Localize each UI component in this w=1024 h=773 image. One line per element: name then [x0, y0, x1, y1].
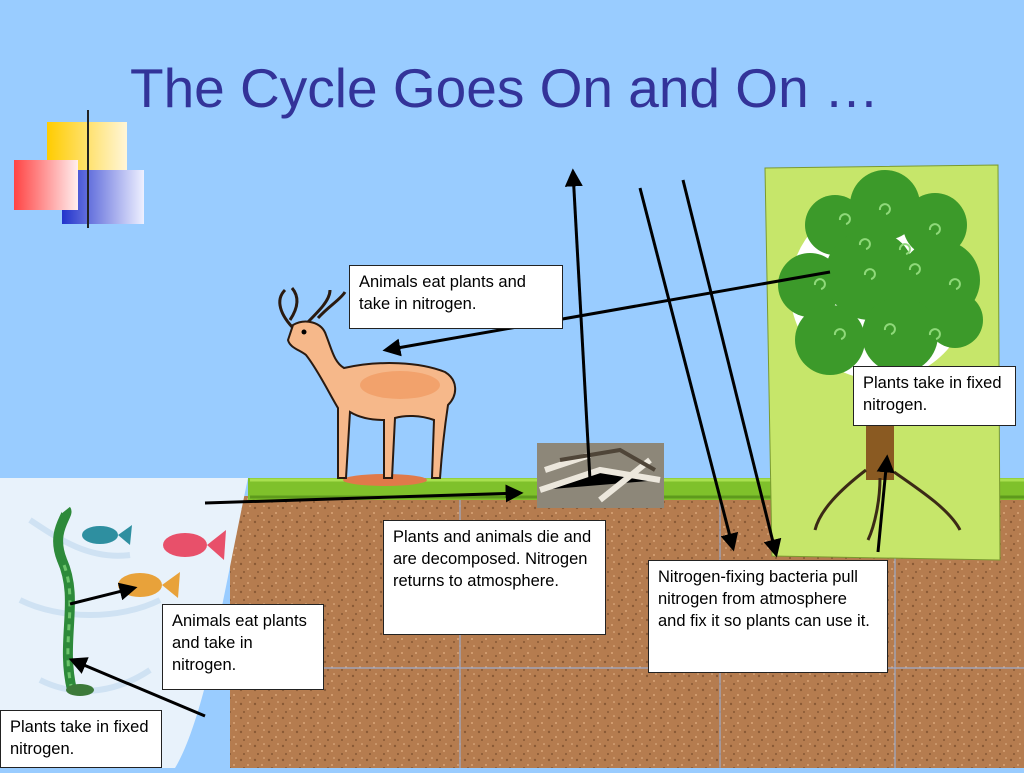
callout-decompose: Plants and animals die and are decompose… — [383, 520, 606, 635]
cycle-arrows — [68, 168, 895, 718]
decorative-squares-icon — [14, 110, 780, 228]
arrow-soil-to-seaweed — [68, 657, 206, 718]
deer-icon — [278, 287, 457, 486]
decomposing-log-icon — [537, 443, 664, 508]
fish-icon — [82, 525, 226, 598]
arrow-roots-to-tree — [876, 454, 895, 553]
arrow-atmosphere-to-soil-1 — [638, 187, 739, 552]
slide-title: The Cycle Goes On and On … — [130, 57, 879, 119]
arrow-seaweed-to-fish — [69, 582, 138, 606]
callout-bacteria: Nitrogen-fixing bacteria pull nitrogen f… — [648, 560, 888, 673]
arrow-atmosphere-to-soil-2 — [681, 179, 782, 558]
callout-animals-water: Animals eat plants and take in nitrogen. — [162, 604, 324, 690]
callout-animals-land: Animals eat plants and take in nitrogen. — [349, 265, 563, 329]
callout-plants-land: Plants take in fixed nitrogen. — [853, 366, 1016, 426]
arrow-tree-to-deer — [382, 270, 831, 357]
tree-icon — [764, 164, 1001, 561]
arrow-log-to-atmosphere — [564, 168, 592, 481]
callout-plants-water: Plants take in fixed nitrogen. — [0, 710, 162, 768]
arrow-water-to-log — [204, 484, 524, 505]
